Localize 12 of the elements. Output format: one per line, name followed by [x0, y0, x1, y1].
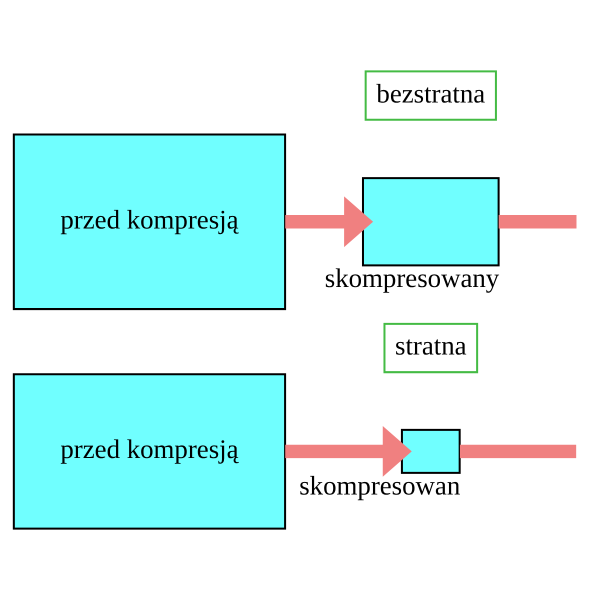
node-label: skompresowan — [299, 470, 460, 500]
node-label: skompresowany — [324, 262, 500, 293]
node-box: przed kompresją — [12, 373, 286, 530]
connector — [460, 444, 576, 458]
connector — [498, 215, 576, 228]
node-box — [400, 428, 461, 474]
node-box: przed kompresją — [12, 133, 286, 310]
arrow — [285, 196, 374, 248]
node-box: bezstratna — [364, 70, 497, 121]
arrow — [285, 426, 412, 477]
node-box: stratna — [383, 322, 478, 374]
node-box — [362, 177, 500, 266]
